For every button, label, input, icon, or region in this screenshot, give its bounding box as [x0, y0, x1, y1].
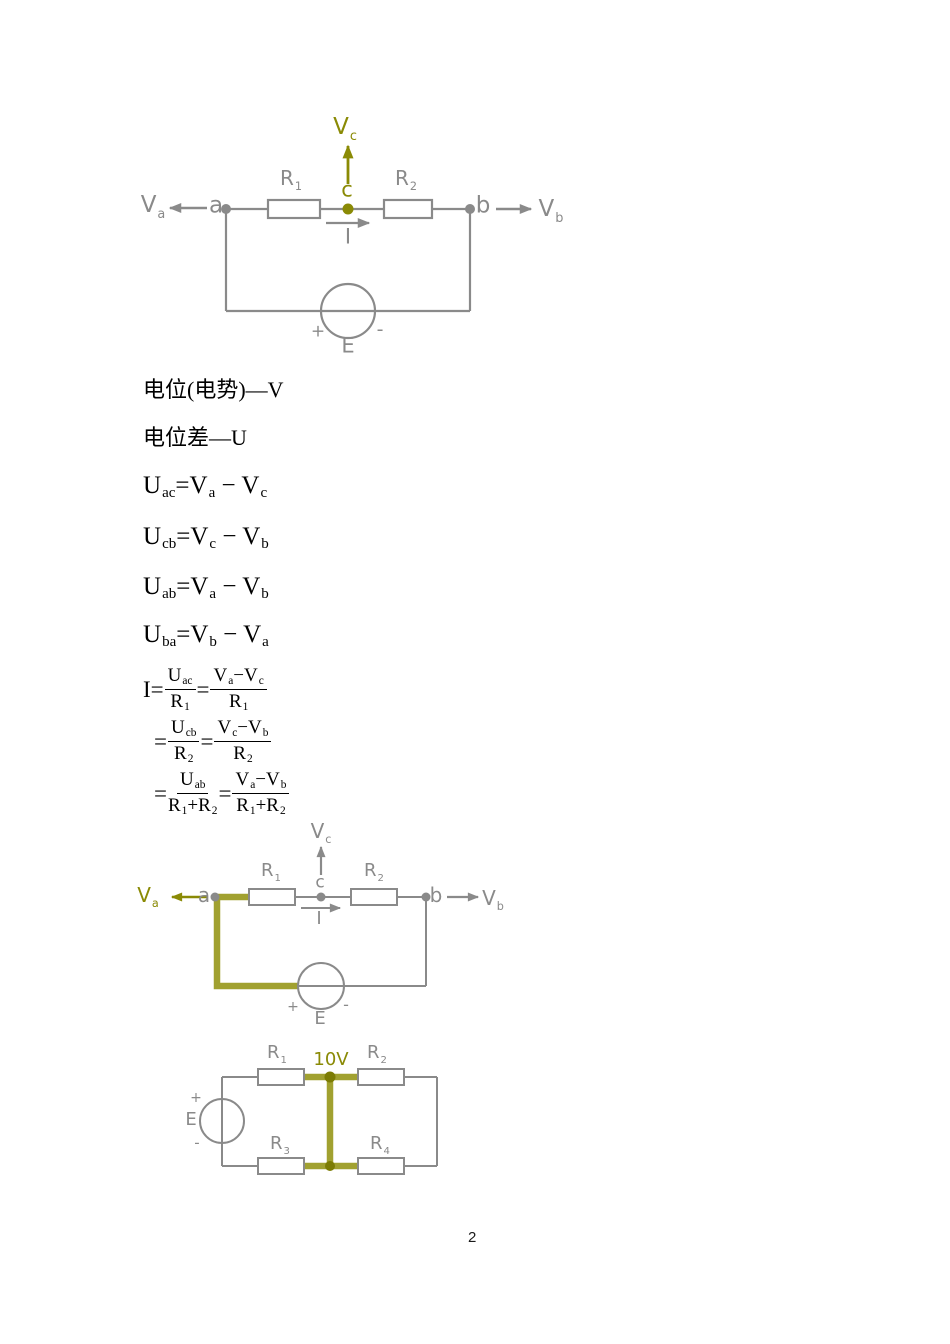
resistor-r2: [357, 1068, 405, 1086]
r2-label: R2: [394, 165, 418, 193]
equation-current-row1: I= Uac R1 = Va−Vc R1: [143, 665, 268, 714]
node-a: [221, 204, 231, 214]
r2-label: R2: [364, 860, 384, 884]
vb-label: Vb: [538, 196, 564, 226]
equals-sign: =: [218, 781, 232, 807]
plus-sign: +: [190, 1090, 202, 1106]
vc-label: Vc: [310, 818, 332, 846]
e-label: E: [314, 1008, 326, 1029]
resistor-r2: [350, 888, 398, 906]
node-top-10v: [324, 1071, 336, 1083]
b-label: b: [429, 883, 443, 907]
fraction: Va−Vb R1+R2: [232, 769, 290, 818]
fraction: Vc−Vb R2: [214, 717, 272, 766]
plus-sign: +: [287, 999, 299, 1015]
fraction: Uab R1+R2: [167, 769, 218, 818]
voltage-source-e: [199, 1098, 245, 1144]
node-b: [421, 892, 431, 902]
resistor-r1: [266, 198, 322, 220]
r1-label: R1: [279, 165, 303, 193]
resistor-r3: [257, 1157, 305, 1175]
r1-label: R1: [267, 1042, 287, 1066]
equals-sign: =: [154, 729, 167, 755]
voltage-source-e: [297, 962, 345, 1010]
minus-sign: -: [194, 1133, 200, 1152]
resistor-r1: [257, 1068, 305, 1086]
node-b: [465, 204, 475, 214]
node-c: [342, 203, 354, 215]
current-label: I: [344, 224, 352, 249]
equation-uab: Uab=Va − Vb: [143, 573, 269, 602]
circuit3-drawing: [199, 1068, 438, 1175]
fraction: Va−Vc R1: [210, 665, 267, 714]
va-label: Va: [140, 192, 166, 222]
r2-label: R2: [367, 1042, 387, 1066]
va-label: Va: [137, 882, 159, 910]
heading-potential-difference: 电位差—U: [143, 425, 247, 450]
vc-label: Vc: [333, 114, 357, 144]
minus-sign: -: [376, 318, 384, 341]
r1-label: R1: [261, 860, 281, 884]
a-label: a: [208, 192, 224, 219]
page-number: 2: [468, 1229, 477, 1246]
minus-sign: -: [343, 995, 349, 1014]
eq-lead: I=: [143, 677, 164, 703]
r4-label: R4: [370, 1133, 390, 1157]
e-label: E: [341, 333, 355, 358]
equals-sign: =: [154, 781, 167, 807]
vb-label: Vb: [482, 885, 504, 913]
node-a: [210, 892, 220, 902]
r3-label: R3: [270, 1133, 290, 1157]
resistor-r4: [357, 1157, 405, 1175]
equation-ucb: Ucb=Vc − Vb: [143, 523, 269, 552]
highlighted-path: [213, 893, 299, 990]
node-bottom: [325, 1161, 335, 1171]
highlighted-branch: [304, 1073, 358, 1170]
a-label: a: [197, 883, 211, 907]
circuit-diagram-series: Vc c Va a R1 R2 b Vb I + - E: [130, 100, 590, 375]
equals-sign: =: [196, 677, 210, 703]
heading-potential: 电位(电势)—V: [143, 377, 284, 402]
node-c: [316, 892, 326, 902]
resistor-r2: [382, 198, 434, 220]
equation-current-row2: = Ucb R2 = Vc−Vb R2: [154, 717, 272, 766]
equation-current-row3: = Uab R1+R2 = Va−Vb R1+R2: [154, 769, 290, 818]
circuit1-drawing: [168, 144, 533, 340]
equation-uba: Uba=Vb − Va: [143, 621, 269, 650]
equation-uac: Uac=Va − Vc: [143, 472, 268, 501]
current-label: I: [316, 908, 322, 929]
circuit2-drawing: [170, 845, 480, 1010]
resistor-r1: [248, 888, 296, 906]
e-label: E: [185, 1109, 197, 1130]
circuit-diagram-bridge: R1 10V R2 R3 R4 + E -: [150, 1040, 480, 1200]
equals-sign: =: [200, 729, 214, 755]
fraction: Uac R1: [164, 665, 196, 714]
c-label: c: [341, 177, 353, 202]
fraction: Ucb R2: [167, 717, 200, 766]
circuit-diagram-highlighted-path: Vc c Va a R1 R2 b Vb I + - E: [130, 820, 550, 1035]
plus-sign: +: [310, 321, 326, 342]
b-label: b: [475, 192, 491, 219]
node-voltage-label: 10V: [313, 1049, 349, 1070]
c-label: c: [315, 872, 325, 893]
voltage-source-e: [319, 282, 377, 340]
